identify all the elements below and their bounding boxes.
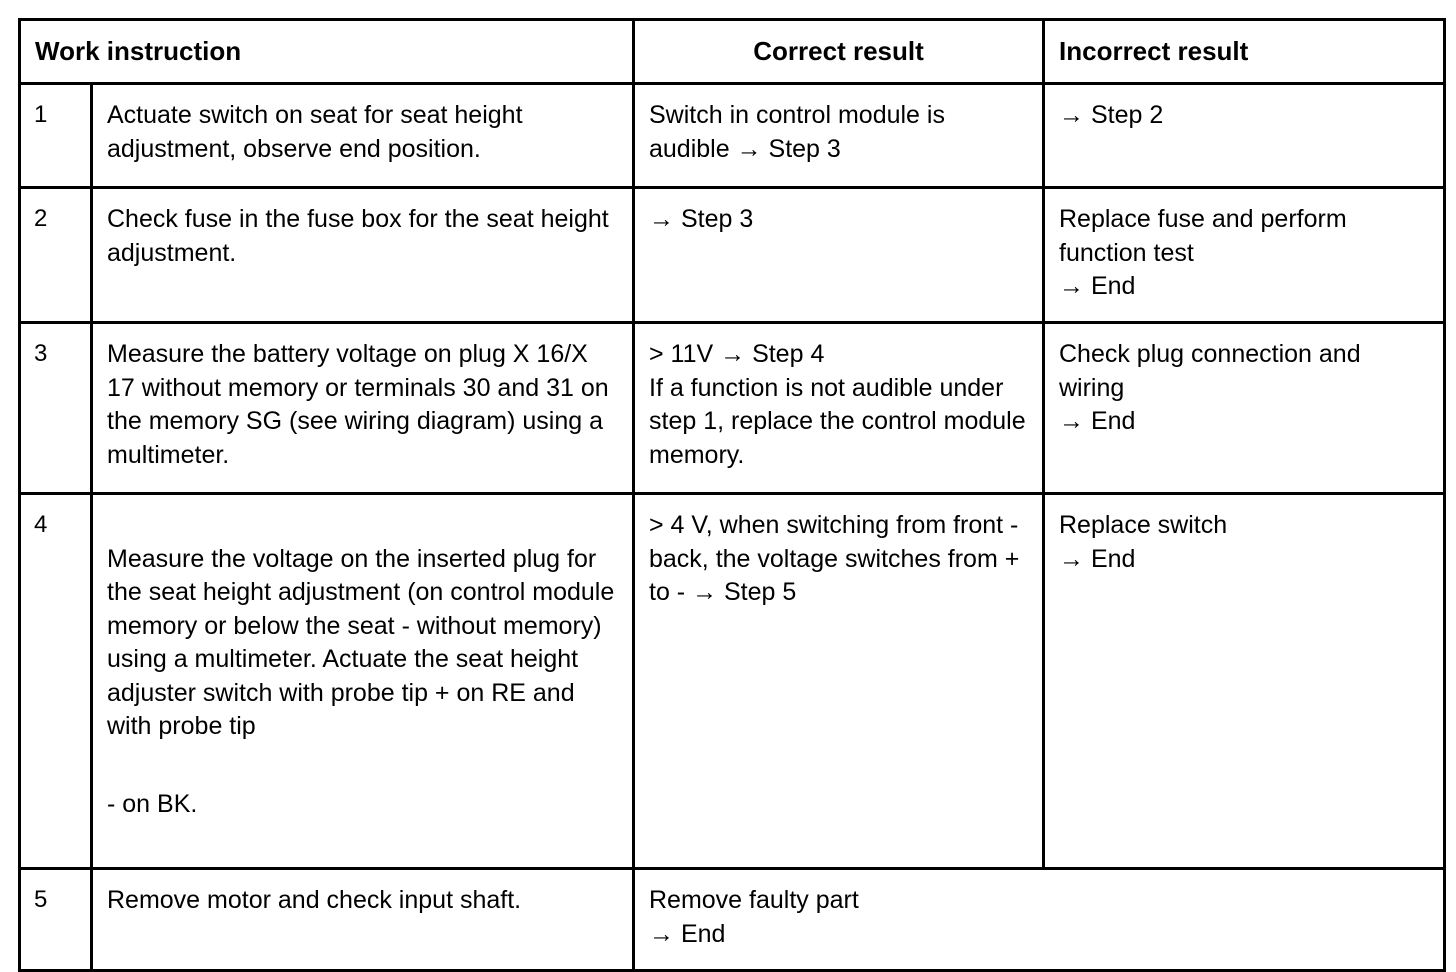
step-number-cell: 1	[18, 82, 93, 189]
work-instruction-cell: Actuate switch on seat for seat height a…	[90, 82, 635, 189]
table-body: 1 Actuate switch on seat for seat height…	[18, 82, 1446, 972]
step-number-cell: 5	[18, 867, 93, 972]
work-instruction-text: Measure the voltage on the inserted plug…	[93, 495, 632, 867]
step-number: 2	[34, 205, 48, 232]
incorrect-result-cell: → Step 2	[1042, 82, 1446, 189]
table-header: Work instruction Correct result Incorrec…	[18, 18, 1446, 85]
merged-result-cell: Remove faulty part → End	[632, 867, 1446, 972]
step-number-cell: 2	[18, 186, 93, 324]
work-instruction-table: Work instruction Correct result Incorrec…	[18, 18, 1446, 972]
column-header-incorrect-result: Incorrect result	[1042, 18, 1446, 85]
correct-result-text: Remove faulty part → End	[649, 886, 859, 948]
incorrect-result-text: Check plug connection and wiring → End	[1059, 340, 1361, 435]
column-header-incorrect-result-label: Incorrect result	[1059, 36, 1249, 66]
table-row: 4 Measure the voltage on the inserted pl…	[18, 492, 1446, 870]
incorrect-result-cell: Replace switch → End	[1042, 492, 1446, 870]
table-row: 1 Actuate switch on seat for seat height…	[18, 82, 1446, 189]
table-row: 5 Remove motor and check input shaft. Re…	[18, 867, 1446, 972]
work-instruction-cell: Measure the battery voltage on plug X 16…	[90, 321, 635, 495]
correct-result-text: > 11V → Step 4 If a function is not audi…	[649, 340, 1026, 469]
document-page: Work instruction Correct result Incorrec…	[18, 18, 1446, 972]
column-header-work-instruction-label: Work instruction	[35, 36, 242, 66]
work-instruction-text: Check fuse in the fuse box for the seat …	[107, 205, 609, 267]
step-number: 5	[34, 886, 48, 913]
work-instruction-text-tail: - on BK.	[107, 790, 198, 818]
incorrect-result-text: → Step 2	[1059, 101, 1164, 129]
step-number: 4	[34, 511, 48, 538]
incorrect-result-cell: Replace fuse and perform function test →…	[1042, 186, 1446, 324]
table-row: 2 Check fuse in the fuse box for the sea…	[18, 186, 1446, 324]
work-instruction-table-wrapper: Work instruction Correct result Incorrec…	[18, 18, 1446, 972]
step-number-cell: 4	[18, 492, 93, 870]
incorrect-result-cell: Check plug connection and wiring → End	[1042, 321, 1446, 495]
work-instruction-cell: Measure the voltage on the inserted plug…	[90, 492, 635, 870]
correct-result-cell: → Step 3	[632, 186, 1045, 324]
correct-result-text: Switch in control module is audible → St…	[649, 101, 945, 163]
correct-result-cell: Switch in control module is audible → St…	[632, 82, 1045, 189]
step-number: 1	[34, 101, 48, 128]
incorrect-result-text: Replace switch → End	[1059, 511, 1228, 573]
work-instruction-text: Actuate switch on seat for seat height a…	[107, 101, 523, 163]
correct-result-cell: > 11V → Step 4 If a function is not audi…	[632, 321, 1045, 495]
work-instruction-cell: Remove motor and check input shaft.	[90, 867, 635, 972]
correct-result-text: → Step 3	[649, 205, 754, 233]
work-instruction-cell: Check fuse in the fuse box for the seat …	[90, 186, 635, 324]
table-row: 3 Measure the battery voltage on plug X …	[18, 321, 1446, 495]
step-number-cell: 3	[18, 321, 93, 495]
table-header-row: Work instruction Correct result Incorrec…	[18, 18, 1446, 85]
column-header-correct-result-label: Correct result	[753, 36, 924, 66]
work-instruction-text: Measure the battery voltage on plug X 16…	[107, 340, 609, 469]
incorrect-result-text: Replace fuse and perform function test →…	[1059, 205, 1347, 300]
correct-result-cell: > 4 V, when switching from front - back,…	[632, 492, 1045, 870]
work-instruction-text-main: Measure the voltage on the inserted plug…	[107, 544, 615, 741]
column-header-correct-result: Correct result	[632, 18, 1045, 85]
correct-result-text: > 4 V, when switching from front - back,…	[649, 511, 1020, 606]
column-header-work-instruction: Work instruction	[18, 18, 635, 85]
step-number: 3	[34, 340, 48, 367]
